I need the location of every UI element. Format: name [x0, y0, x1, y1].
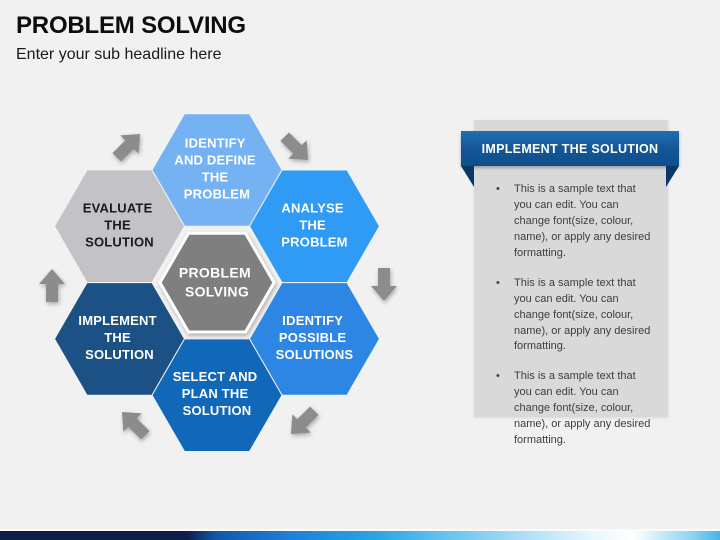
bottom-accent-bar: [0, 531, 720, 540]
hexagon-shape: [151, 338, 283, 452]
hexagon-label: PROBLEM SOLVING: [179, 264, 255, 299]
hexagon-problem-solving-center: PROBLEM SOLVING: [158, 231, 276, 334]
hexagon-label: IDENTIFY POSSIBLE SOLUTIONS: [276, 313, 354, 362]
hexagon-analyse: ANALYSE THE PROBLEM: [248, 169, 381, 284]
cycle-arrow-sw-icon: [290, 406, 319, 435]
ribbon-fold-left: [461, 166, 474, 187]
info-panel-title: IMPLEMENT THE SOLUTION: [481, 141, 659, 156]
cycle-arrow-nw-icon: [121, 411, 150, 440]
hexagon-label: IDENTIFY AND DEFINE THE PROBLEM: [174, 136, 259, 202]
bullet-item: This is a sample text that you can edit.…: [492, 369, 656, 449]
hexagon-label: EVALUATE THE SOLUTION: [83, 201, 157, 250]
bottom-accent-line: [0, 529, 720, 531]
page-subtitle: Enter your sub headline here: [16, 46, 222, 63]
hexagon-label: SELECT AND PLAN THE SOLUTION: [173, 370, 261, 419]
hexagon-shape: [158, 231, 276, 334]
page-title: PROBLEM SOLVING: [16, 12, 246, 39]
hexagon-evaluate: EVALUATE THE SOLUTION: [53, 169, 186, 284]
info-panel: This is a sample text that you can edit.…: [474, 120, 668, 446]
cycle-arrow-s-icon: [371, 268, 397, 301]
hexagon-identify-possible: IDENTIFY POSSIBLE SOLUTIONS: [248, 282, 381, 396]
bullet-item: This is a sample text that you can edit.…: [492, 276, 656, 356]
cycle-arrow-se-icon: [280, 132, 309, 161]
hexagon-label: ANALYSE THE PROBLEM: [281, 201, 347, 250]
cycle-arrow-n-icon: [39, 269, 65, 302]
cycle-arrow-ne-icon: [112, 133, 141, 162]
hexagon-implement: IMPLEMENT THE SOLUTION: [53, 282, 186, 396]
hexagon-label: IMPLEMENT THE SOLUTION: [78, 313, 160, 362]
hexagon-identify-define: IDENTIFY AND DEFINE THE PROBLEM: [151, 113, 283, 227]
info-panel-header-ribbon: IMPLEMENT THE SOLUTION: [461, 131, 679, 166]
hexagon-select-plan: SELECT AND PLAN THE SOLUTION: [151, 338, 283, 452]
info-panel-bullet-list: This is a sample text that you can edit.…: [492, 182, 656, 449]
bullet-item: This is a sample text that you can edit.…: [492, 182, 656, 262]
problem-solving-diagram: IDENTIFY AND DEFINE THE PROBLEM EVALUATE…: [39, 113, 397, 452]
